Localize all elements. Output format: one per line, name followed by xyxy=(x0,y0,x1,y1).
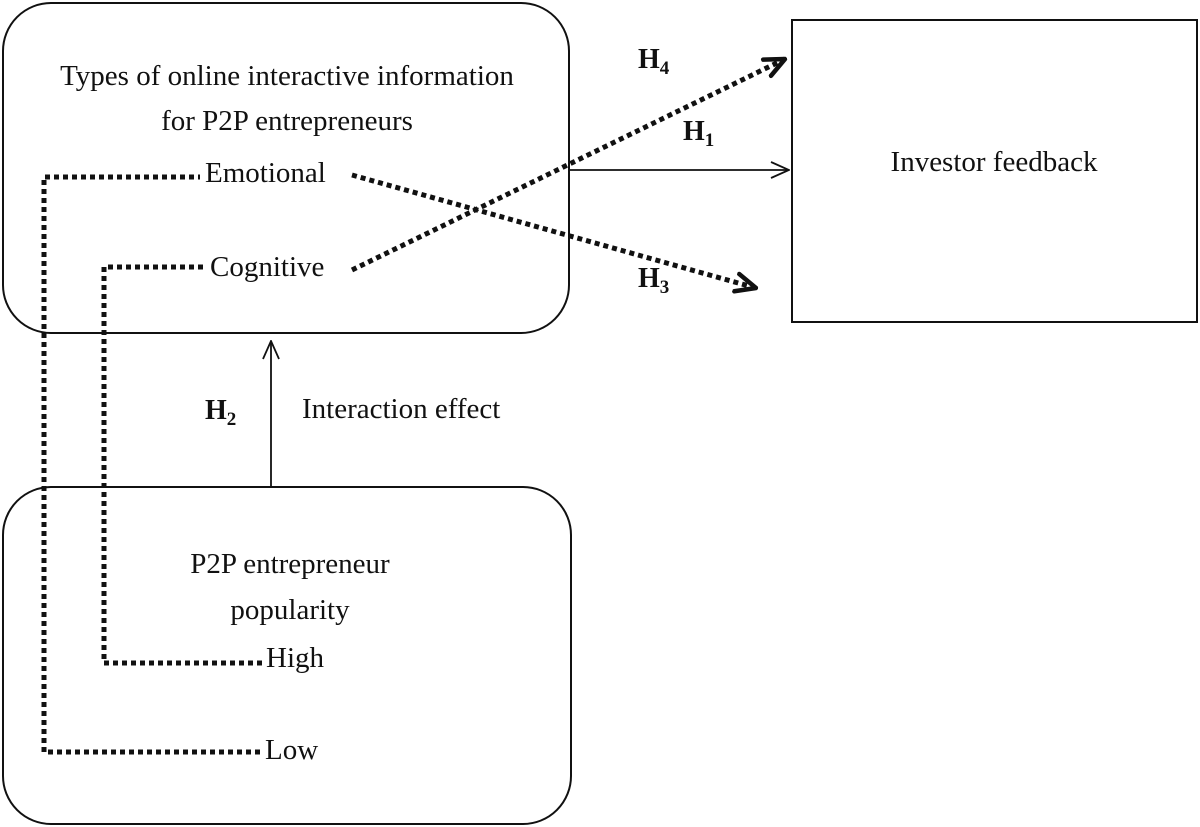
h4-letter: H xyxy=(638,44,660,75)
popularity-box xyxy=(2,486,572,825)
h2-label: H2 xyxy=(205,395,236,430)
h4-subscript: 4 xyxy=(660,58,670,79)
info-types-box xyxy=(2,2,570,334)
low-emotional-dotted-line xyxy=(41,174,260,755)
high-cognitive-dotted-line xyxy=(101,264,262,666)
h2-subscript: 2 xyxy=(227,409,237,430)
h4-label: H4 xyxy=(638,44,670,79)
h2-letter: H xyxy=(205,395,227,426)
low-label: Low xyxy=(265,734,318,766)
popularity-title-line1: P2P entrepreneur xyxy=(190,548,390,580)
popularity-title-line2: popularity xyxy=(230,594,350,626)
investor-feedback-box xyxy=(791,19,1198,323)
h1-label: H1 xyxy=(683,116,714,151)
h3-subscript: 3 xyxy=(660,277,670,298)
high-label: High xyxy=(266,642,325,674)
info-box-title-line1: Types of online interactive information xyxy=(60,60,514,92)
h1-letter: H xyxy=(683,116,705,147)
h3-dotted-arrow xyxy=(351,172,756,288)
h3-label: H3 xyxy=(638,263,669,298)
h1-subscript: 1 xyxy=(705,130,715,151)
cognitive-label: Cognitive xyxy=(210,251,324,283)
interaction-effect-label: Interaction effect xyxy=(302,393,500,425)
h3-letter: H xyxy=(638,263,660,294)
investor-feedback-label: Investor feedback xyxy=(891,146,1098,178)
info-box-title-line2: for P2P entrepreneurs xyxy=(161,105,413,137)
emotional-label: Emotional xyxy=(205,157,326,189)
